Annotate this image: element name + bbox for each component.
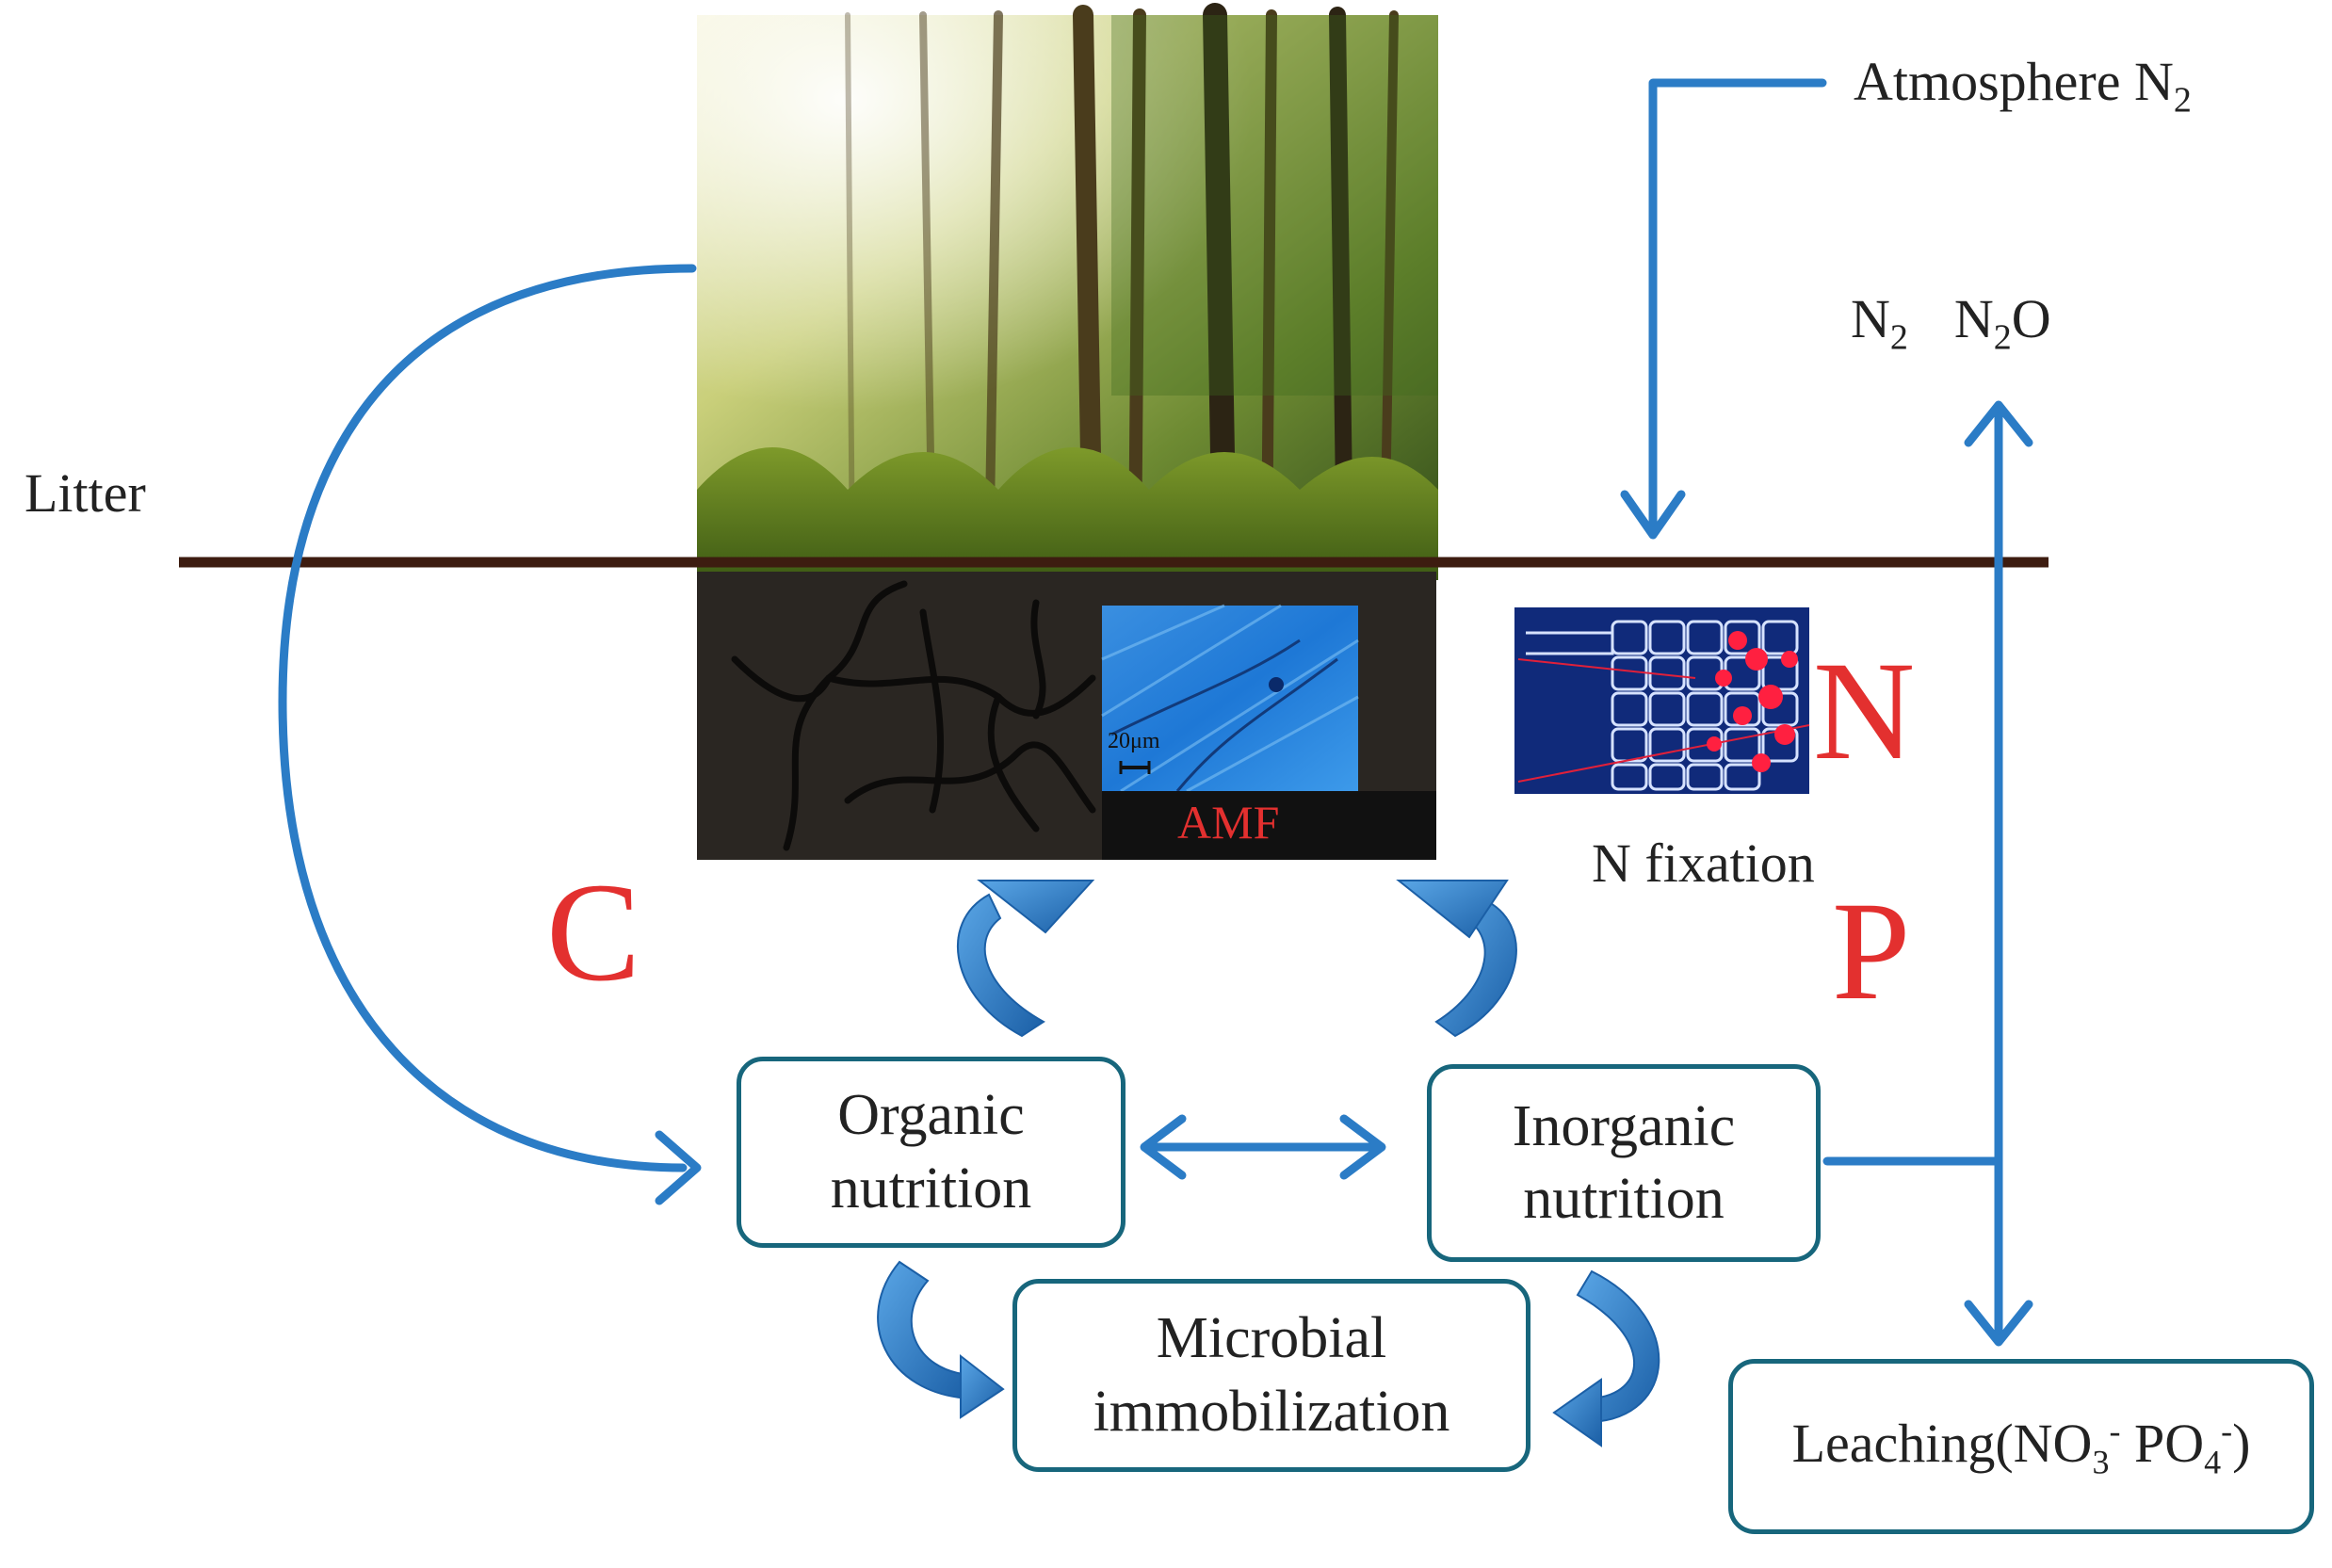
atmosphere-subscript: 2 — [2173, 80, 2192, 121]
gas-leaching-arrow — [1822, 400, 2033, 1347]
n2-n2o-label: N2 N2O — [1851, 292, 2051, 356]
n-fixation-label: N fixation — [1592, 836, 1815, 891]
n-fixation-text: N fixation — [1592, 832, 1815, 894]
po4-charge: - — [2221, 1412, 2233, 1450]
scale-bar-label: 20μm — [1108, 730, 1160, 752]
no3-subscript: 3 — [2092, 1443, 2110, 1481]
litter-label: Litter — [24, 466, 146, 521]
organic-nutrition-box: Organic nutrition — [737, 1057, 1126, 1248]
element-n-text: N — [1813, 633, 1916, 789]
element-c: C — [546, 862, 640, 1003]
curved-arrows — [877, 880, 1660, 1447]
inorganic-nutrition-box: Inorganic nutrition — [1427, 1064, 1821, 1262]
scale-bar-text: 20μm — [1108, 729, 1160, 753]
organic-line-1: Organic — [837, 1083, 1025, 1147]
leaching-mid: PO — [2120, 1412, 2205, 1474]
litter-text: Litter — [24, 462, 146, 524]
organic-line-2: nutrition — [830, 1156, 1032, 1220]
element-p-text: P — [1832, 873, 1911, 1029]
n2o-o-text: O — [2011, 288, 2051, 349]
po4-subscript: 4 — [2204, 1443, 2222, 1481]
organic-inorganic-double-arrow — [1140, 1114, 1386, 1180]
n2-subscript: 2 — [1889, 317, 1908, 358]
litter-to-organic-arrow — [278, 264, 702, 1205]
forest-image — [697, 3, 1438, 580]
atmosphere-n2-label: Atmosphere N2 — [1854, 55, 2192, 119]
element-p: P — [1832, 881, 1910, 1022]
amf-label: AMF — [1177, 799, 1279, 846]
atmosphere-text: Atmosphere N — [1854, 51, 2174, 112]
leaching-prefix: Leaching(NO — [1791, 1412, 2093, 1474]
leaching-box: Leaching(NO3- PO4-) — [1728, 1359, 2314, 1534]
amf-micrograph — [1102, 606, 1358, 791]
soil-root-image — [697, 572, 1436, 860]
n2-text: N — [1851, 288, 1890, 349]
microbial-line-1: Microbial — [1156, 1306, 1387, 1370]
microbial-line-2: immobilization — [1093, 1379, 1450, 1444]
leaching-suffix: ) — [2232, 1412, 2251, 1474]
inorganic-line-1: Inorganic — [1512, 1093, 1736, 1158]
n2o-n-text: N — [1953, 288, 1994, 349]
inorganic-line-2: nutrition — [1523, 1167, 1725, 1231]
amf-text: AMF — [1177, 796, 1280, 849]
n-fixation-micrograph — [1514, 607, 1810, 794]
atmosphere-n2-arrow — [1620, 78, 1827, 540]
n2o-subscript: 2 — [1993, 317, 2012, 358]
no3-charge: - — [2109, 1412, 2121, 1450]
leaching-text: Leaching(NO3- PO4-) — [1792, 1410, 2251, 1484]
element-c-text: C — [546, 854, 641, 1010]
microbial-immobilization-box: Microbial immobilization — [1012, 1279, 1530, 1472]
element-n: N — [1813, 640, 1915, 782]
